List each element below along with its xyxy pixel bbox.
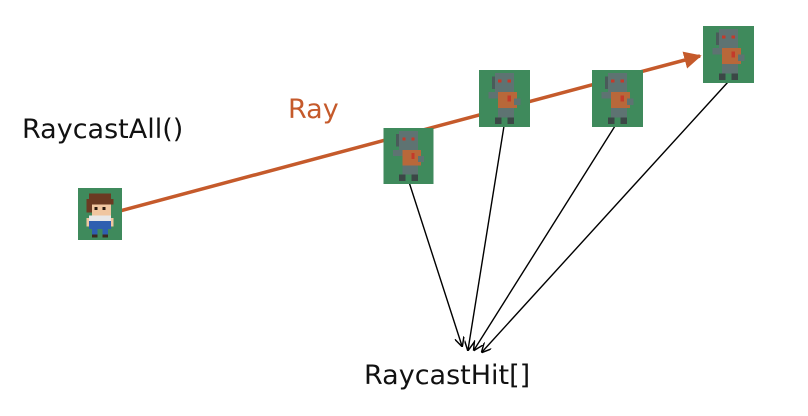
hit-arrow-2: [468, 125, 505, 350]
hit-arrow-1: [408, 181, 462, 346]
raycastall-label: RaycastAll(): [22, 114, 184, 145]
hit-arrow-4: [482, 81, 729, 352]
hit-arrow-3: [474, 125, 616, 350]
zombie-sprite-icon: [383, 128, 434, 184]
zombie-sprite-icon: [592, 70, 643, 127]
zombie-sprite-icon: [479, 70, 530, 127]
zombie-sprite-icon: [703, 26, 754, 83]
player-sprite-icon: [78, 188, 122, 240]
ray-label: Ray: [288, 94, 339, 125]
raycasthit-array-label: RaycastHit[]: [364, 360, 531, 391]
